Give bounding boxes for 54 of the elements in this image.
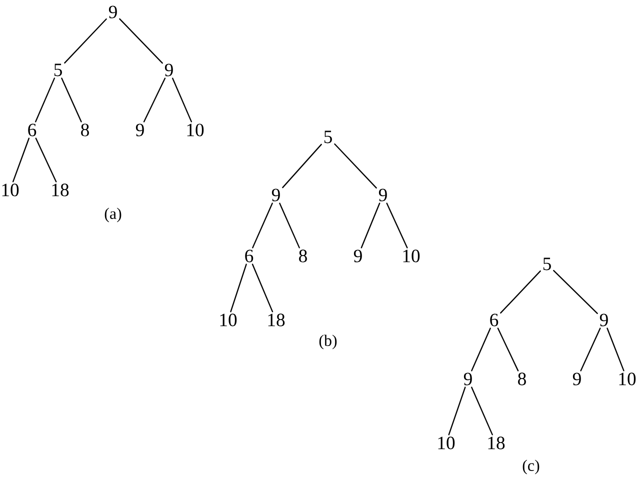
tree-edge — [35, 78, 56, 122]
tree-edge — [334, 143, 377, 189]
subfigure-label: (c) — [522, 460, 540, 474]
tree-edge — [172, 78, 192, 122]
tree-edge — [471, 328, 491, 372]
node-label: 9 — [464, 372, 472, 386]
node-label: 9 — [164, 64, 173, 76]
subfigure-label: (a) — [104, 208, 122, 222]
node-label: 10 — [220, 314, 237, 326]
tree-edge — [360, 202, 380, 248]
tree-edge — [606, 328, 624, 372]
tree-edge — [282, 144, 322, 188]
tree-edge — [143, 78, 166, 122]
tree-edge — [64, 18, 107, 64]
tree-edge — [61, 78, 82, 122]
node-label: 8 — [299, 250, 307, 262]
tree-edge — [119, 18, 163, 64]
node-label: 9 — [600, 314, 608, 326]
node-label: 9 — [108, 6, 117, 18]
node-label: 10 — [403, 250, 420, 262]
tree-edge — [497, 328, 519, 372]
tree-edge — [553, 270, 598, 314]
node-label: 6 — [490, 314, 498, 326]
node-label: 18 — [52, 184, 69, 196]
node-label: 18 — [268, 314, 285, 326]
node-label: 9 — [378, 188, 387, 202]
tree-edge — [471, 386, 493, 436]
tree-edge — [12, 138, 30, 182]
tree-edge — [230, 264, 247, 312]
node-label: 6 — [245, 250, 254, 262]
node-label: 10 — [438, 436, 455, 450]
node-label: 8 — [81, 124, 89, 136]
tree-edge — [279, 202, 300, 248]
node-label: 9 — [572, 372, 581, 386]
tree-edge — [35, 138, 57, 182]
tree-edge — [448, 386, 466, 436]
node-label: 18 — [488, 436, 505, 450]
node-label: 5 — [324, 130, 332, 144]
node-label: 5 — [54, 64, 62, 76]
node-label: 9 — [354, 250, 362, 262]
tree-edge — [580, 328, 601, 372]
node-label: 10 — [187, 124, 204, 136]
tree-edge — [500, 270, 541, 314]
node-label: 8 — [518, 372, 526, 386]
tree-edge — [386, 202, 408, 248]
tree-edge — [252, 202, 273, 248]
node-label: 10 — [619, 372, 636, 386]
tree-edge — [252, 264, 274, 312]
node-label: 6 — [28, 124, 36, 136]
node-label: 9 — [272, 188, 280, 202]
node-label: 9 — [136, 124, 144, 136]
node-label: 10 — [2, 184, 19, 196]
subfigure-label: (b) — [319, 334, 337, 350]
node-label: 5 — [543, 258, 551, 270]
